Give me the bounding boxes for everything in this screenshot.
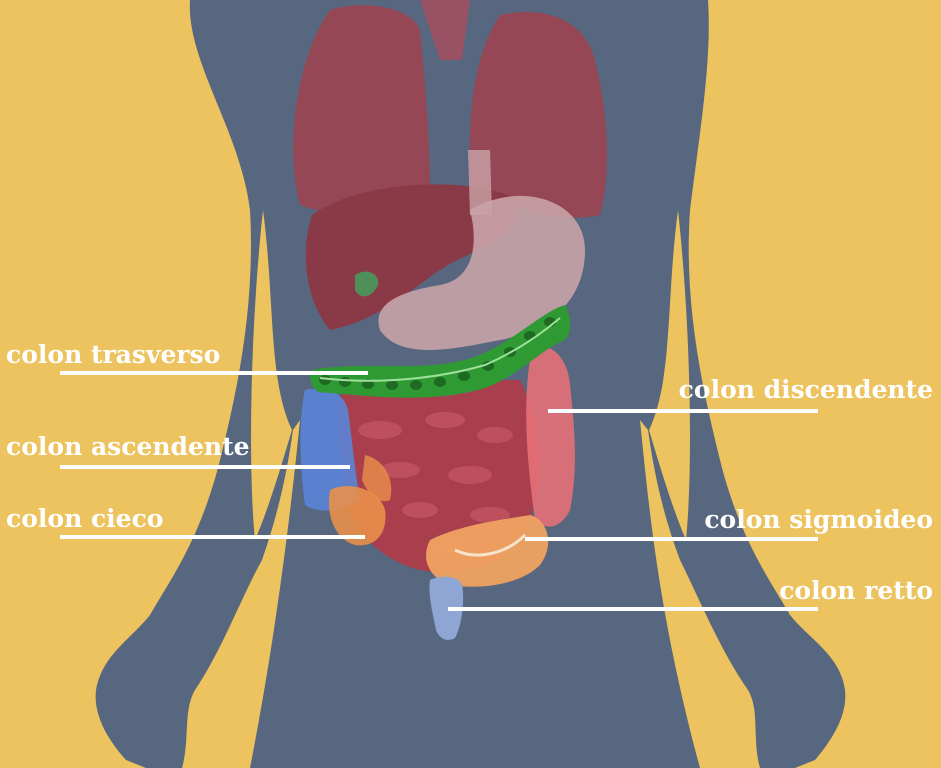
label-colon-discendente: colon discendente xyxy=(679,377,933,402)
label-colon-retto: colon retto xyxy=(779,578,933,603)
label-colon-sigmoideo: colon sigmoideo xyxy=(704,507,933,532)
label-colon-ascendente: colon ascendente xyxy=(6,434,250,459)
label-colon-trasverso: colon trasverso xyxy=(6,342,220,367)
descending-colon xyxy=(526,345,575,527)
label-colon-cieco: colon cieco xyxy=(6,506,163,531)
